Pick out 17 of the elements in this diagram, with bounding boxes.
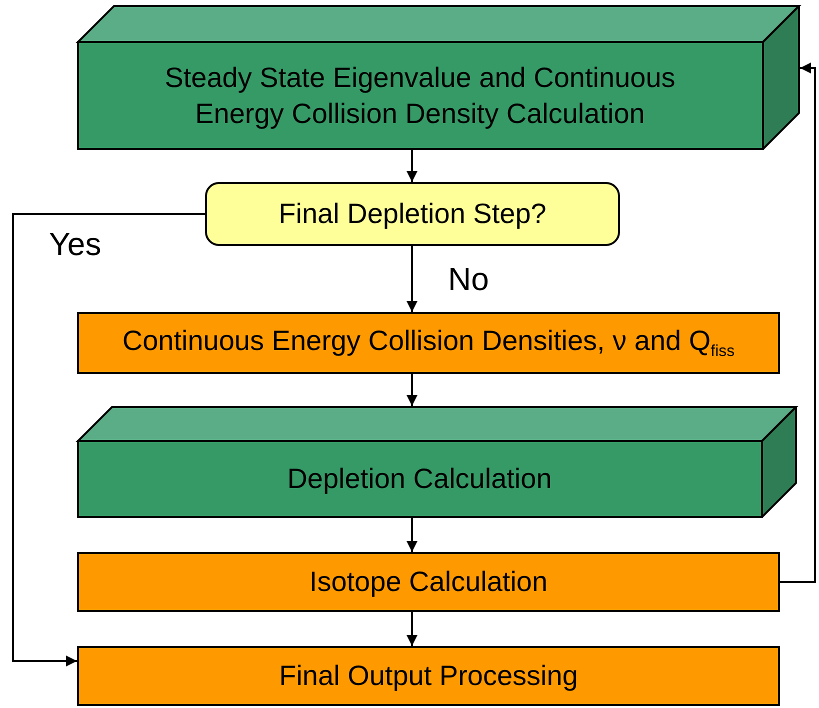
arrow — [780, 62, 816, 583]
box-text: Final Depletion Step? — [278, 196, 548, 231]
process-box — [77, 646, 780, 706]
box-text: Depletion Calculation — [286, 462, 553, 496]
arrow — [406, 518, 418, 552]
box-text: Continuous Energy Collision Densities, ν and Q$_{fiss}$ — [121, 324, 736, 362]
arrow — [406, 246, 418, 312]
process-box — [77, 552, 780, 612]
arrow — [406, 374, 418, 406]
process-box — [77, 312, 780, 374]
arrow — [406, 150, 418, 182]
arrow — [406, 612, 418, 646]
box-text: Steady State Eigenvalue and Continuous Energy Collision Density Calculation — [164, 60, 676, 131]
decision-box — [205, 182, 620, 246]
box-text: Isotope Calculation — [308, 564, 549, 599]
arrow — [12, 213, 205, 666]
box-text: Final Output Processing — [278, 658, 579, 693]
